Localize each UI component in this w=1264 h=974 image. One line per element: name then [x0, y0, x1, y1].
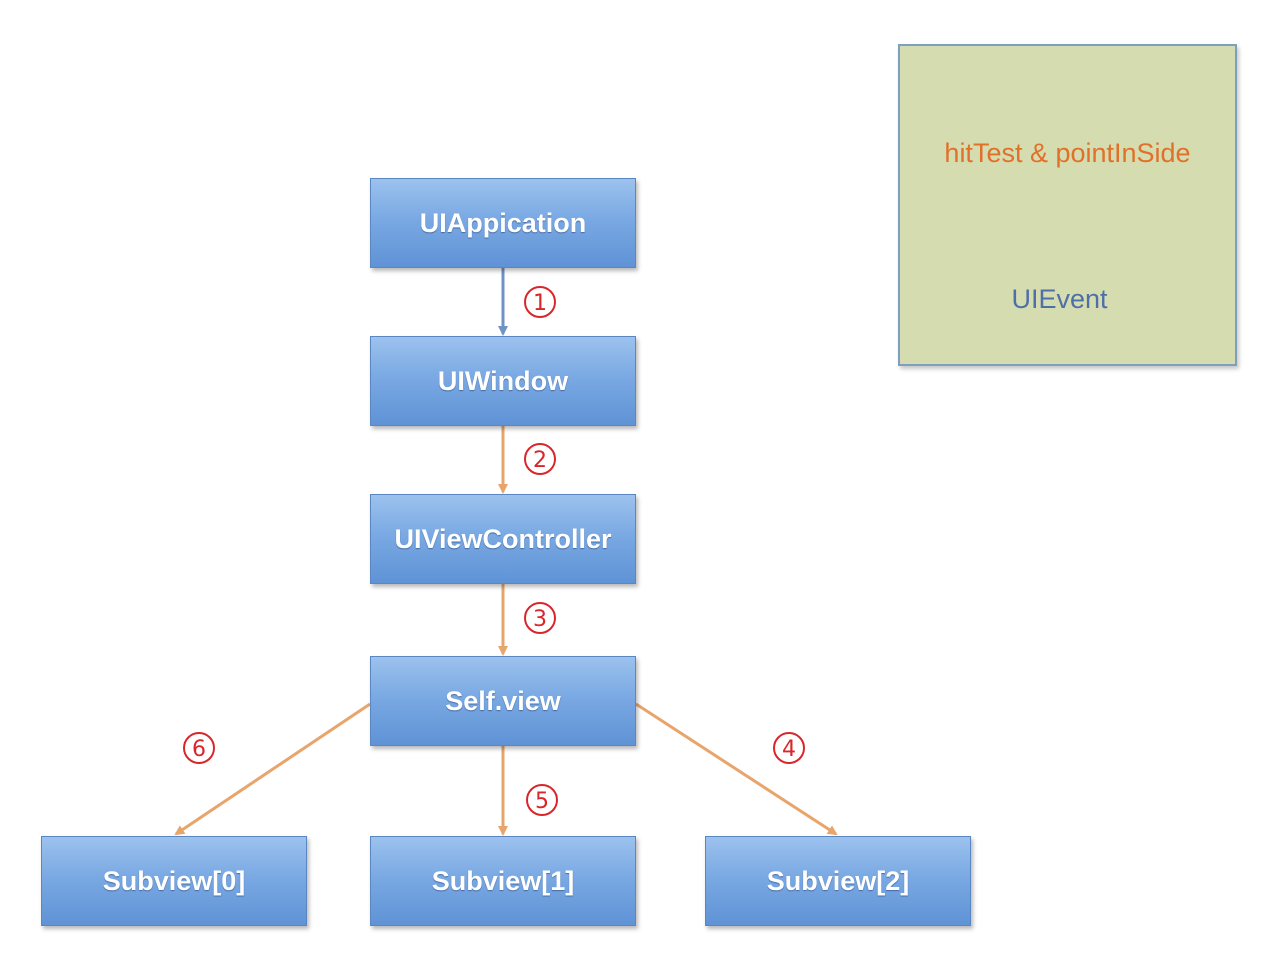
- legend-hittest-label: hitTest & pointInSide: [944, 138, 1191, 168]
- arrow-selfview-to-subview2: [635, 702, 838, 836]
- legend-uievent-label: UIEvent: [1011, 284, 1108, 314]
- step-marker-1: 1: [524, 286, 556, 318]
- node-label: UIViewController: [394, 523, 612, 554]
- node-ui-window: UIWindow: [370, 336, 636, 426]
- node-self-view: Self.view: [370, 656, 636, 746]
- svg-text:1: 1: [533, 291, 547, 316]
- node-subview-0: Subview[0]: [41, 836, 307, 926]
- legend-box: hitTest & pointInSide UIEvent: [898, 44, 1237, 366]
- step-marker-3: 3: [524, 602, 556, 634]
- arrow-selfview-to-subview0: [174, 702, 371, 836]
- node-ui-application: UIAppication: [370, 178, 636, 268]
- svg-text:2: 2: [533, 448, 547, 473]
- node-label: UIWindow: [437, 365, 569, 396]
- svg-text:4: 4: [782, 737, 796, 762]
- svg-text:5: 5: [535, 789, 549, 814]
- step-marker-4: 4: [773, 732, 805, 764]
- node-label: Self.view: [445, 685, 561, 716]
- node-ui-view-controller: UIViewController: [370, 494, 636, 584]
- step-marker-2: 2: [524, 443, 556, 475]
- node-subview-1: Subview[1]: [370, 836, 636, 926]
- step-marker-5: 5: [526, 784, 558, 816]
- node-label: Subview[2]: [766, 865, 910, 896]
- node-label: Subview[0]: [102, 865, 246, 896]
- node-label: Subview[1]: [431, 865, 575, 896]
- step-marker-6: 6: [183, 732, 215, 764]
- svg-text:6: 6: [192, 737, 206, 762]
- node-label: UIAppication: [419, 207, 587, 238]
- svg-text:3: 3: [533, 607, 547, 632]
- node-subview-2: Subview[2]: [705, 836, 971, 926]
